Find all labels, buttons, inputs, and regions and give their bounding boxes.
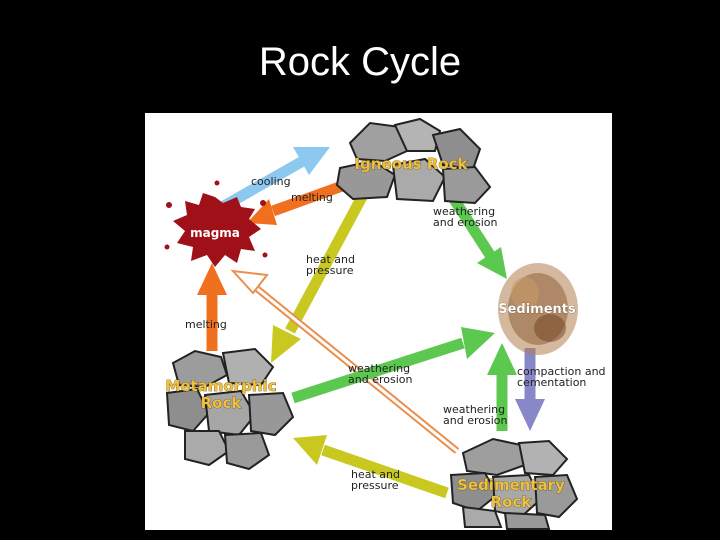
melting-label-left: melting (185, 318, 227, 331)
sedimentary-rocks-icon (449, 437, 579, 530)
heat-pressure-arrow-2 (293, 435, 449, 499)
metamorphic-label-line1: Metamorphic (165, 377, 276, 395)
sediments-label: Sediments (498, 302, 576, 317)
magma-node: magma (164, 180, 268, 267)
magma-label: magma (190, 226, 240, 240)
weathering-erosion-label-1-line2: and erosion (433, 216, 497, 229)
rock-cycle-diagram: Igneous Rock magma Sediments Me (145, 113, 612, 530)
sedimentary-label-line1: Sedimentary (457, 476, 565, 494)
igneous-rock-label: Igneous Rock (354, 155, 468, 173)
cooling-label: cooling (251, 175, 291, 188)
metamorphic-rock-node: Metamorphic Rock (165, 347, 295, 471)
metamorphic-label-line2: Rock (201, 394, 243, 412)
weathering-erosion-label-1-line1: weathering (433, 205, 495, 218)
sedimentary-label-line2: Rock (491, 493, 533, 511)
sediments-particles-icon (498, 263, 578, 355)
melting-label-top: melting (291, 191, 333, 204)
igneous-rocks-icon (335, 117, 492, 205)
sediments-node: Sediments (498, 263, 578, 355)
heat-pressure-label-1-line1: heat and (306, 253, 355, 266)
melting-outline-arrow (230, 269, 460, 454)
igneous-rock-node: Igneous Rock (335, 117, 492, 205)
weathering-erosion-label-3-line1: weathering (443, 403, 505, 416)
heat-pressure-label-2-line2: pressure (351, 479, 399, 492)
compaction-arrow (515, 348, 545, 431)
compaction-label-line1: compaction and (517, 365, 606, 378)
slide-title: Rock Cycle (258, 40, 462, 84)
heat-pressure-label-2-line1: heat and (351, 468, 400, 481)
compaction-label-line2: cementation (517, 376, 586, 389)
heat-pressure-label-1-line2: pressure (306, 264, 354, 277)
weathering-arrow-1 (445, 190, 507, 279)
weathering-erosion-label-2-line1: weathering (348, 362, 410, 375)
heat-pressure-arrow-1 (271, 192, 368, 363)
magma-splat-icon (173, 193, 261, 267)
weathering-erosion-label-3-line2: and erosion (443, 414, 507, 427)
weathering-arrow-3 (487, 343, 517, 431)
melting-arrow-left (197, 263, 227, 351)
weathering-arrow-2 (291, 327, 495, 404)
weathering-erosion-label-2-line2: and erosion (348, 373, 412, 386)
metamorphic-rocks-icon (165, 347, 295, 471)
sedimentary-rock-node: Sedimentary Rock (449, 437, 579, 530)
melting-arrow-top (247, 179, 347, 225)
